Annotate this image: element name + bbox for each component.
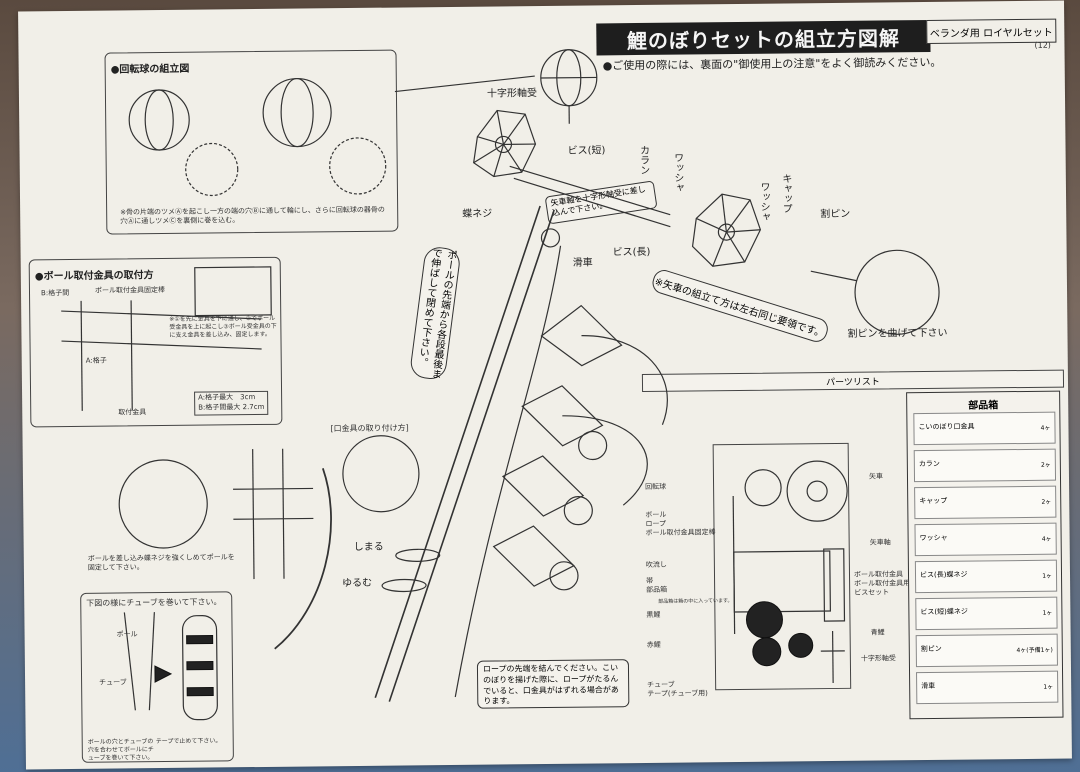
- red-carp-icon: [501, 455, 585, 517]
- assembly-illustration: [61, 49, 940, 721]
- tighten-arrow: [395, 548, 441, 562]
- arrow-wheel-icon-left: [473, 109, 537, 178]
- ball-detail-2: [329, 137, 387, 195]
- loosen-arrow: [381, 578, 427, 593]
- pole-line: [374, 205, 541, 699]
- pl-mount-icon: [823, 548, 846, 622]
- pl-black-carp-roll: [745, 601, 783, 639]
- mouth-ring-detail: [342, 435, 420, 513]
- tube-arrow-icon: [154, 665, 173, 683]
- tube-wrapped-pole: [181, 614, 218, 721]
- pl-blue-carp-roll: [788, 632, 814, 658]
- rotating-ball-icon: [540, 49, 598, 124]
- ball-detail-1: [185, 142, 239, 197]
- pulley-icon: [540, 228, 561, 248]
- instruction-sheet: 鯉のぼりセットの組立方図解 ベランダ用 ロイヤルセット (12) ●ご使用の際に…: [18, 0, 1072, 770]
- mount-inset: [194, 266, 272, 317]
- pl-wheel-icon: [786, 460, 848, 522]
- ball-sketch-2: [262, 77, 332, 148]
- tube-band-3: [186, 686, 214, 697]
- streamer-icon: [540, 304, 623, 367]
- rope-line: [454, 245, 562, 698]
- ball-sketch-1: [128, 89, 190, 151]
- pl-red-carp-roll: [752, 637, 782, 667]
- tube-band-1: [186, 634, 214, 645]
- tube-band-2: [186, 660, 214, 671]
- split-pin-detail: [854, 249, 940, 335]
- mount-detail-circle: [118, 459, 208, 549]
- blue-carp-icon: [492, 525, 575, 587]
- black-carp-icon: [521, 385, 604, 447]
- arrow-wheel-icon-right: [691, 193, 762, 267]
